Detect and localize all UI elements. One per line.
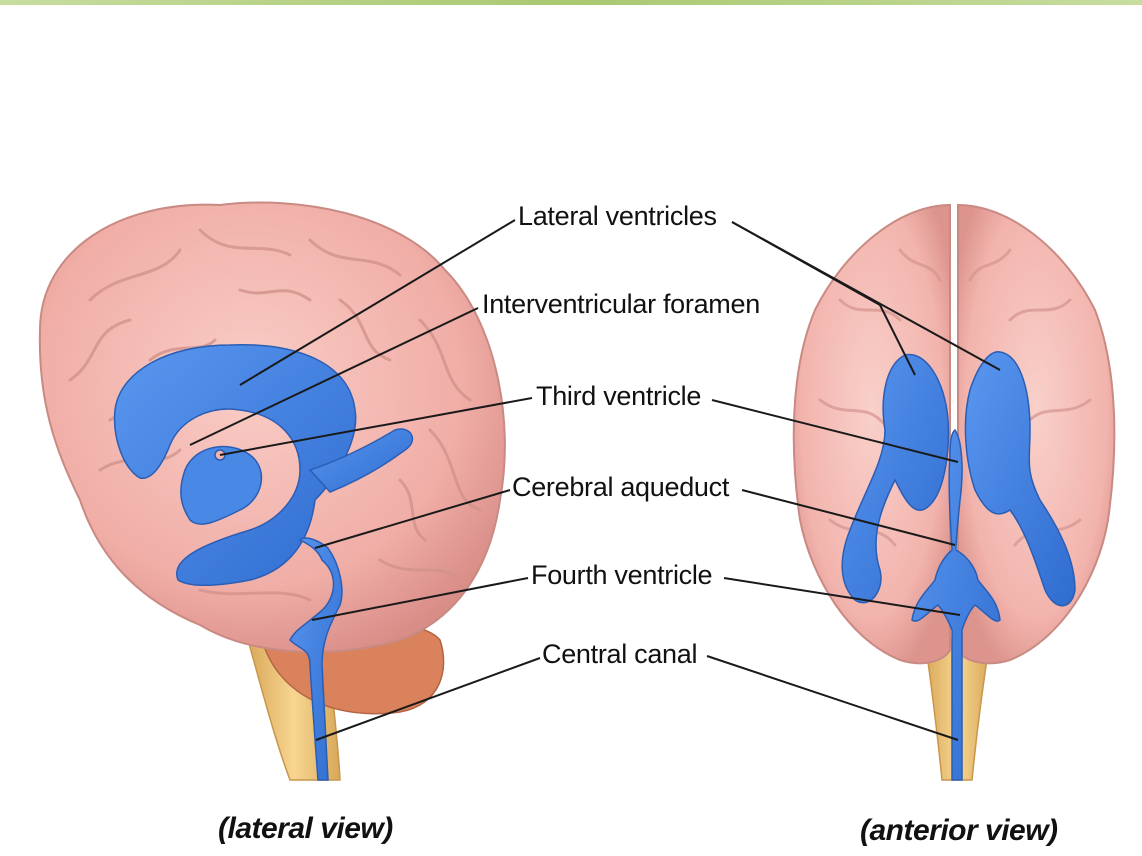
- caption-anterior-view: (anterior view): [860, 814, 1058, 848]
- label-lateral-ventricles: Lateral ventricles: [518, 201, 717, 232]
- label-cerebral-aqueduct: Cerebral aqueduct: [512, 472, 729, 503]
- lateral-brain: [40, 203, 505, 780]
- anterior-brain: [794, 205, 1115, 780]
- lateral-cerebrum: [40, 203, 505, 652]
- label-central-canal: Central canal: [542, 639, 697, 670]
- label-third-ventricle: Third ventricle: [536, 381, 701, 412]
- label-interventricular-foramen: Interventricular foramen: [482, 289, 760, 320]
- label-fourth-ventricle: Fourth ventricle: [531, 560, 712, 591]
- caption-lateral-view: (lateral view): [218, 812, 393, 846]
